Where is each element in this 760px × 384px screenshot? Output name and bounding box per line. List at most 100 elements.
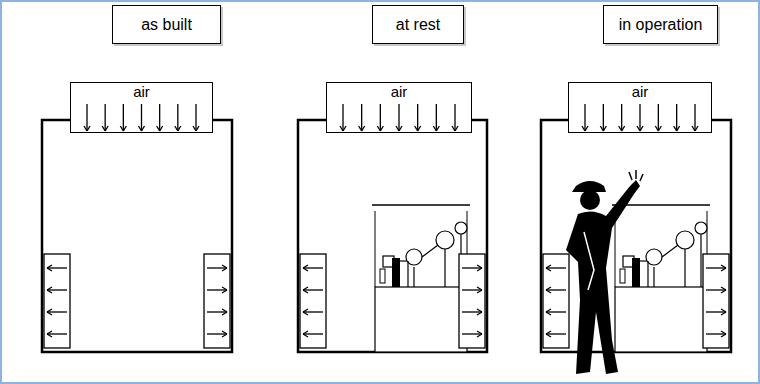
flow-arrow — [160, 126, 163, 131]
flow-arrow — [721, 287, 726, 290]
air-ground — [326, 82, 472, 133]
flow-arrow — [141, 104, 142, 131]
flow-arrow — [721, 268, 726, 271]
flow-arrow — [622, 126, 625, 131]
flow-arrow — [105, 104, 106, 131]
flow-arrow — [47, 331, 52, 334]
flow-arrow — [621, 104, 622, 131]
flow-arrow — [655, 126, 658, 131]
flow-arrow — [139, 126, 142, 131]
flow-arrow — [380, 126, 383, 131]
flow-arrow — [639, 104, 640, 131]
flow-arrow — [417, 104, 418, 131]
flow-arrow — [706, 333, 726, 334]
flow-arrow — [584, 104, 585, 131]
flow-arrow — [721, 334, 726, 337]
flow-arrow — [546, 289, 566, 290]
flow-arrow — [477, 265, 482, 268]
flow-arrow — [175, 126, 178, 131]
room — [541, 120, 731, 352]
flow-arrow — [546, 334, 551, 337]
flow-arrow — [546, 331, 551, 334]
flow-arrow — [222, 309, 227, 312]
flow-arrow — [677, 126, 680, 131]
flow-arrow — [600, 126, 603, 131]
flow-arrow — [546, 290, 551, 293]
flow-arrow — [222, 334, 227, 337]
flow-arrow — [454, 104, 455, 131]
state-label: as built — [141, 16, 192, 34]
flow-arrow — [380, 104, 381, 131]
flow-arrow — [303, 265, 308, 268]
flow-arrow — [222, 268, 227, 271]
flow-arrow — [303, 334, 308, 337]
flow-arrow — [123, 126, 126, 131]
flow-arrow — [640, 126, 643, 131]
state-label-box: at rest — [372, 5, 464, 44]
flow-arrow — [695, 126, 698, 131]
flow-arrow — [207, 311, 227, 312]
flow-arrow — [582, 126, 585, 131]
flow-arrow — [47, 265, 52, 268]
air-ground — [568, 82, 712, 133]
flow-arrow — [84, 126, 87, 131]
return-vent — [543, 254, 569, 348]
room — [298, 120, 487, 352]
flow-arrow — [361, 104, 362, 131]
flow-arrow — [303, 267, 323, 268]
flow-arrow — [546, 311, 566, 312]
flow-arrow — [207, 289, 227, 290]
flow-arrow — [396, 126, 399, 131]
flow-arrow — [477, 312, 482, 315]
flow-arrow — [120, 126, 123, 131]
return-vent — [703, 254, 729, 348]
flow-arrow — [303, 311, 323, 312]
state-label-box: in operation — [603, 5, 718, 44]
flow-arrow — [546, 268, 551, 271]
flow-arrow — [436, 104, 437, 131]
air-label: air — [131, 83, 152, 101]
flow-arrow — [47, 311, 67, 312]
flow-arrow — [47, 287, 52, 290]
flow-arrow — [105, 126, 108, 131]
return-vent — [44, 254, 70, 348]
flow-arrow — [47, 268, 52, 271]
flow-arrow — [303, 268, 308, 271]
flow-arrow — [47, 309, 52, 312]
flow-arrow — [462, 311, 482, 312]
flow-arrow — [721, 265, 726, 268]
flow-arrow — [546, 309, 551, 312]
flow-arrow — [222, 265, 227, 268]
state-label: in operation — [619, 16, 703, 34]
air-label: air — [630, 83, 651, 101]
air-label: air — [389, 83, 410, 101]
flow-arrow — [377, 126, 380, 131]
flow-arrow — [706, 289, 726, 290]
flow-arrow — [546, 265, 551, 268]
flow-arrow — [477, 309, 482, 312]
state-label-box: as built — [112, 5, 221, 44]
flow-arrow — [222, 312, 227, 315]
flow-arrow — [694, 104, 695, 131]
flow-arrow — [462, 333, 482, 334]
flow-arrow — [676, 104, 677, 131]
flow-arrow — [222, 290, 227, 293]
flow-arrow — [303, 333, 323, 334]
flow-arrow — [721, 312, 726, 315]
flow-arrow — [222, 331, 227, 334]
return-vent — [459, 254, 485, 348]
air-supply-box: air — [568, 82, 712, 133]
flow-arrow — [415, 126, 418, 131]
flow-arrow — [303, 287, 308, 290]
flow-arrow — [436, 126, 439, 131]
flow-arrow — [303, 312, 308, 315]
flow-arrow — [303, 309, 308, 312]
flow-arrow — [619, 126, 622, 131]
air-ground — [70, 82, 213, 133]
flow-arrow — [123, 104, 124, 131]
return-vent — [204, 254, 230, 348]
flow-arrow — [157, 126, 160, 131]
flow-arrow — [674, 126, 677, 131]
flow-arrow — [303, 290, 308, 293]
